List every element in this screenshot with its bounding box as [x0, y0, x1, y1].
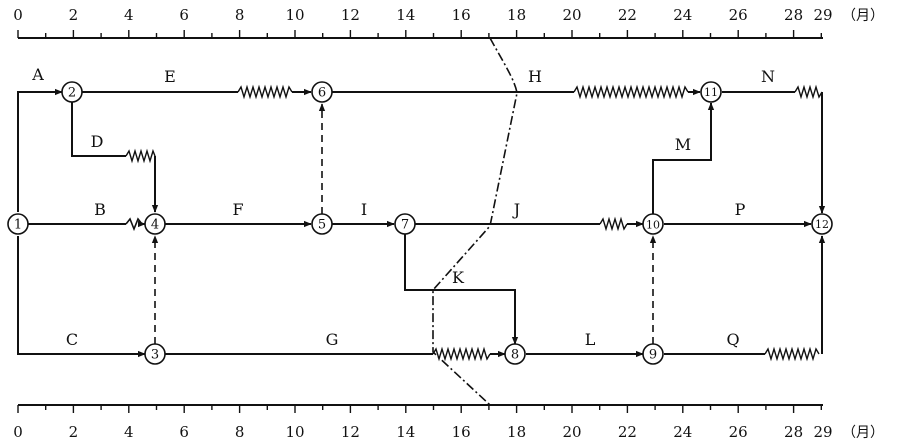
activity-arrows [17, 84, 826, 362]
activity-label-l: L [585, 330, 596, 349]
node-4-label: 4 [151, 218, 159, 233]
node-12-label: 12 [815, 218, 829, 231]
scale-tick-label: 24 [673, 423, 692, 441]
node-12: 12 [811, 213, 833, 235]
scale-tick-label: 18 [507, 6, 526, 24]
node-11: 11 [700, 81, 722, 103]
scale-tick-label: 0 [13, 423, 23, 441]
scale-tick-label: 22 [618, 423, 637, 441]
node-1-label: 1 [14, 218, 22, 233]
activity-label-b: B [94, 200, 106, 219]
activity-wave-e [237, 84, 293, 100]
activity-label-m: M [675, 135, 691, 154]
activity-label-c: C [66, 330, 78, 349]
node-5: 5 [311, 213, 333, 235]
scale-tick-label: 12 [341, 6, 360, 24]
activity-arrow-c [17, 236, 146, 358]
top-scale-end-label: 29 [813, 6, 832, 24]
check-line [432, 37, 518, 406]
node-3: 3 [144, 343, 166, 365]
node-2-label: 2 [68, 86, 76, 101]
activity-label-e: E [164, 67, 176, 86]
activity-wave-d [125, 148, 156, 164]
scale-tick-label: 12 [341, 423, 360, 441]
scale-tick-label: 8 [235, 423, 245, 441]
node-5-label: 5 [318, 218, 326, 233]
activity-wave-j [599, 216, 628, 232]
node-4: 4 [144, 213, 166, 235]
activity-wave-q [764, 346, 820, 362]
activity-label-a: A [31, 65, 44, 84]
scale-tick-label: 28 [784, 423, 803, 441]
scale-tick-label: 4 [124, 6, 134, 24]
node-9: 9 [642, 343, 664, 365]
activity-label-d: D [91, 132, 104, 151]
node-7-label: 7 [401, 218, 409, 233]
node-2: 2 [61, 81, 83, 103]
activity-label-p: P [735, 200, 746, 219]
activity-arrow-a [17, 88, 63, 212]
node-10-label: 10 [646, 219, 660, 232]
node-3-label: 3 [151, 348, 159, 363]
scale-tick-label: 26 [729, 6, 748, 24]
activity-label-g: G [326, 330, 339, 349]
activity-label-n: N [761, 67, 775, 86]
nodes: 1 2 3 4 5 6 7 8 [7, 81, 833, 365]
scale-tick-label: 24 [673, 6, 692, 24]
scale-tick-label: 8 [235, 6, 245, 24]
scale-tick-label: 20 [562, 423, 581, 441]
node-7: 7 [394, 213, 416, 235]
activity-arrow-m [652, 102, 715, 214]
scale-tick-label: 2 [69, 423, 79, 441]
scale-tick-label: 6 [179, 6, 189, 24]
top-scale-ticks [17, 30, 822, 38]
scale-tick-label: 16 [452, 423, 471, 441]
bottom-scale-unit: （月） [842, 425, 884, 441]
activity-wave-n [794, 84, 823, 100]
scale-tick-label: 0 [13, 6, 23, 24]
scale-tick-label: 18 [507, 423, 526, 441]
activity-wave-g [432, 346, 491, 362]
node-8: 8 [504, 343, 526, 365]
scale-tick-label: 26 [729, 423, 748, 441]
scale-tick-label: 20 [562, 6, 581, 24]
scale-tick-label: 22 [618, 6, 637, 24]
activity-label-k: K [452, 268, 465, 287]
bottom-scale-end-label: 29 [813, 423, 832, 441]
activity-label-j: J [512, 200, 520, 219]
scale-tick-label: 10 [285, 6, 304, 24]
scale-tick-label: 16 [452, 6, 471, 24]
scale-tick-label: 10 [285, 423, 304, 441]
node-1: 1 [7, 213, 29, 235]
node-9-label: 9 [649, 348, 657, 363]
activity-label-i: I [361, 200, 367, 219]
node-8-label: 8 [511, 348, 519, 363]
dummy-arrows [151, 103, 657, 344]
activity-wave-h [573, 84, 689, 100]
scale-tick-label: 14 [396, 423, 415, 441]
activity-label-f: F [232, 200, 243, 219]
node-6-label: 6 [318, 86, 326, 101]
activity-arrow-d [71, 102, 126, 157]
bottom-scale-ticks [17, 405, 822, 413]
scale-tick-label: 28 [784, 6, 803, 24]
node-6: 6 [311, 81, 333, 103]
top-scale-unit: （月） [842, 8, 884, 24]
scale-tick-label: 6 [179, 423, 189, 441]
scale-tick-label: 4 [124, 423, 134, 441]
node-10: 10 [642, 213, 664, 235]
activity-wave-b [125, 217, 143, 232]
scale-tick-label: 2 [69, 6, 79, 24]
activity-label-h: H [528, 67, 542, 86]
activity-label-q: Q [726, 330, 739, 349]
activity-arrow-k [404, 234, 519, 345]
node-11-label: 11 [704, 86, 718, 99]
activity-labels: A B C D E F G H I J K L M N P Q [31, 65, 775, 349]
scale-tick-label: 14 [396, 6, 415, 24]
